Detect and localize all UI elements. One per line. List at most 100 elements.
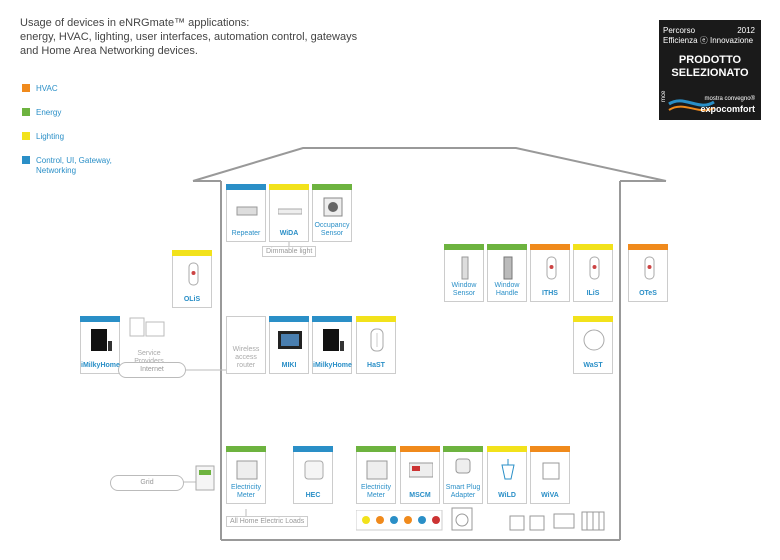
award-badge: Percorso 2012 Efficienza ⓔ Innovazione P… [659,20,761,120]
category-bar [573,316,613,322]
device-electricity-meter-1[interactable]: Electricity Meter [226,446,266,504]
category-bar [293,446,333,452]
device-window-sensor[interactable]: Window Sensor [444,244,484,302]
badge-efficienza: Efficienza ⓔ Innovazione [663,36,754,45]
device-label: OTeS [639,290,657,297]
category-bar [530,244,570,250]
badge-percorso: Percorso [663,26,696,35]
window-sensor-icon [461,256,469,280]
all-home-electric-loads: All Home Electric Loads [226,516,309,527]
category-bar [487,244,527,250]
olis-icon [188,262,199,286]
radiator-icon [553,511,605,531]
ilis-icon [589,256,600,280]
category-bar [226,446,266,452]
hast-icon [370,328,384,352]
wida-icon [278,208,302,215]
device-window-handle[interactable]: Window Handle [487,244,527,302]
device-label: MSCM [409,492,431,499]
wast-icon [583,329,605,351]
category-bar [269,184,309,190]
device-label: WaST [583,362,603,369]
light-bulb-icon [501,459,515,480]
device-occupancy-sensor[interactable]: Occupancy Sensor [312,184,352,242]
device-wast[interactable]: WaST [573,316,613,374]
internet-cloud: Internet [118,362,186,378]
category-bar [573,244,613,250]
category-bar [172,250,212,256]
device-wiva[interactable]: WiVA [530,446,570,504]
category-bar [312,184,352,190]
device-label: Repeater [231,230,261,237]
device-hast[interactable]: HaST [356,316,396,374]
intro-text: Usage of devices in eNRGmate™ applicatio… [20,16,400,58]
category-bar [444,244,484,250]
dimmable-light-note: Dimmable light [262,246,317,257]
device-label: iMilkyHome [313,362,352,369]
device-hec[interactable]: HEC [293,446,333,504]
device-label: ILiS [586,290,600,297]
miki-icon [278,331,302,349]
badge-year: 2012 [737,26,755,35]
legend-energy-label: Energy [36,108,62,117]
legend-control-label: Control, UI, Gateway, Networking [36,156,112,175]
router-label: Wireless access router [232,346,260,369]
device-imilkyhome-right[interactable]: iMilkyHome [312,316,352,374]
device-label: Window Sensor [451,282,477,297]
category-bar [356,316,396,322]
device-iths[interactable]: ITHS [530,244,570,302]
badge-expocomfort: expocomfort [700,104,755,114]
meter-icon [195,465,215,491]
category-bar [400,446,440,452]
legend-hvac-swatch [22,84,30,92]
legend-lighting-swatch [22,132,30,140]
device-label: ITHS [542,290,558,297]
intro-line-2: energy, HVAC, lighting, user interfaces,… [20,31,358,43]
device-electricity-meter-2[interactable]: Electricity Meter [356,446,396,504]
window-handle-icon [503,256,513,280]
device-olis[interactable]: OLiS [172,250,212,308]
washing-machine-icon [451,507,473,531]
badge-mce: mce [661,90,667,102]
device-ilis[interactable]: ILiS [573,244,613,302]
smart-plug-icon [455,458,471,474]
device-label: OLiS [183,296,201,303]
wiva-icon [542,462,560,480]
device-label: Electricity Meter [361,484,391,499]
device-label: HaST [367,362,385,369]
device-label: iMilkyHome [81,362,120,369]
badge-mostra: mostra convegno® [704,96,755,102]
category-bar [443,446,483,452]
device-imilkyhome-left[interactable]: iMilkyHome [80,316,120,374]
device-label: Window Handle [494,282,520,297]
category-bar [530,446,570,452]
occupancy-sensor-icon [323,197,343,217]
iths-icon [546,256,557,280]
device-wild[interactable]: WiLD [487,446,527,504]
device-wida[interactable]: WiDA [269,184,309,242]
device-label: Smart Plug Adapter [445,484,481,499]
device-mscm[interactable]: MSCM [400,446,440,504]
category-bar [269,316,309,322]
device-smart-plug[interactable]: Smart Plug Adapter [443,446,483,504]
badge-prodotto: PRODOTTO [678,54,742,66]
grid-cloud: Grid [110,475,184,491]
wireless-access-router: Wireless access router [226,316,266,374]
service-provider-icon [129,317,165,337]
device-label: WiDA [279,230,299,237]
category-bar [356,446,396,452]
device-miki[interactable]: MIKI [269,316,309,374]
repeater-icon [236,206,258,216]
legend-hvac-label: HVAC [36,84,58,93]
device-label: Electricity Meter [231,484,261,499]
badge-title: PRODOTTO SELEZIONATO [663,54,757,80]
mscm-icon [409,462,433,478]
device-otes[interactable]: OTeS [628,244,668,302]
intro-line-1: Usage of devices in eNRGmate™ applicatio… [20,17,250,29]
device-repeater[interactable]: Repeater [226,184,266,242]
device-label: WiVA [541,492,559,499]
imilkyhome-icon [91,329,112,351]
outlet-icon [509,515,545,531]
